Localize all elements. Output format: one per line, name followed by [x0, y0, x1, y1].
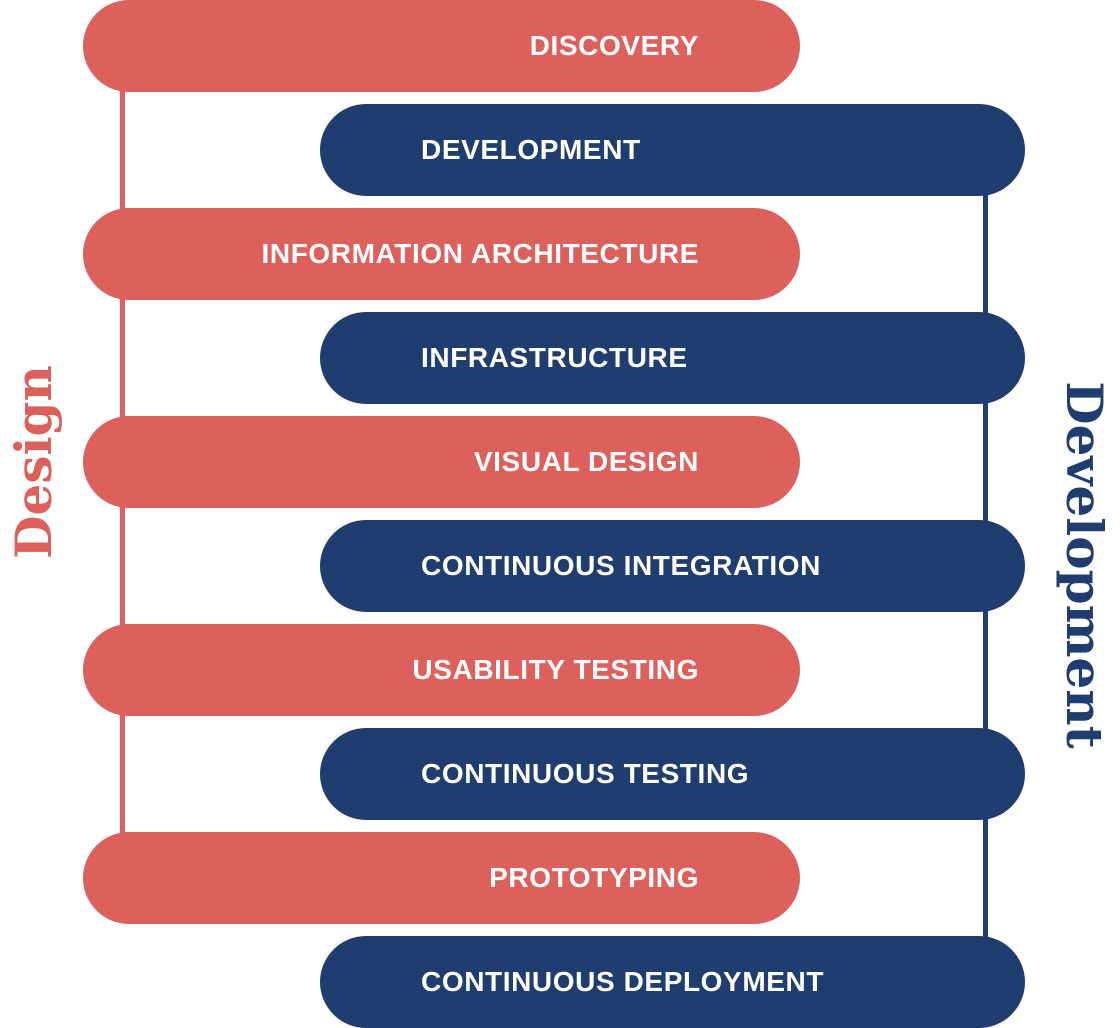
design-track-label: Design: [4, 365, 63, 559]
step-information-architecture: INFORMATION ARCHITECTURE: [83, 208, 800, 300]
step-infrastructure: INFRASTRUCTURE: [320, 312, 1025, 404]
step-continuous-integration: CONTINUOUS INTEGRATION: [320, 520, 1025, 612]
step-usability-testing: USABILITY TESTING: [83, 624, 800, 716]
step-discovery: DISCOVERY: [83, 0, 800, 92]
step-development: DEVELOPMENT: [320, 104, 1025, 196]
step-prototyping: PROTOTYPING: [83, 832, 800, 924]
step-visual-design: VISUAL DESIGN: [83, 416, 800, 508]
development-track-label: Development: [1055, 381, 1114, 749]
step-continuous-deployment: CONTINUOUS DEPLOYMENT: [320, 936, 1025, 1028]
step-continuous-testing: CONTINUOUS TESTING: [320, 728, 1025, 820]
